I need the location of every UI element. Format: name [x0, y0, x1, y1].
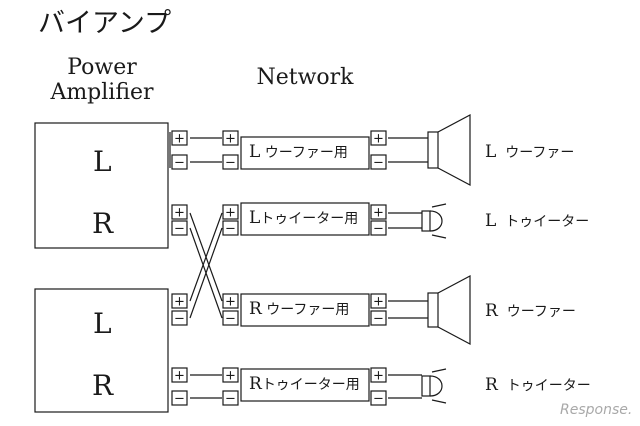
network-label-l-woofer: L ウーファー用 [249, 144, 348, 161]
terminal-minus-2-0: − [373, 156, 384, 171]
terminal-plus-2-1: + [373, 206, 384, 221]
terminal-plus-1-1: + [225, 206, 236, 221]
amp-to-network-wires [169, 132, 223, 399]
woofer-speaker-icon-r [427, 275, 471, 345]
network-label-r-woofer: R ウーファー用 [249, 301, 349, 318]
response-watermark-logo: Response. [560, 402, 633, 418]
terminal-minus-0-1: − [174, 222, 185, 237]
speaker-channel: R [485, 301, 498, 321]
amp1-top-channel-label: L [93, 145, 112, 178]
speaker-channel: L [485, 142, 497, 162]
network-box-r-tweeter [240, 368, 370, 402]
terminal-minus-0-0: − [174, 156, 185, 171]
network-box-l-tweeter [240, 202, 370, 236]
speaker-label-l-tweeter: L トゥイーター [485, 213, 589, 230]
network-type: トゥイーター用 [261, 377, 360, 393]
network-type: トゥイーター用 [260, 211, 359, 227]
amp2-top-channel-label: L [93, 307, 112, 340]
amp2-bottom-channel-label: R [92, 369, 114, 402]
speaker-type: トゥイーター [505, 214, 590, 230]
terminal-minus-2-3: − [373, 392, 384, 407]
speaker-channel: R [485, 375, 498, 395]
terminal-plus-2-2: + [373, 295, 384, 310]
amplifier-box-2 [34, 288, 169, 413]
terminal-plus-2-0: + [373, 132, 384, 147]
speaker-label-r-tweeter: R トゥイーター [485, 377, 591, 394]
network-channel: L [249, 208, 261, 228]
network-channel: R [249, 374, 262, 394]
network-label-r-tweeter: Rトゥイーター用 [249, 376, 360, 393]
speaker-label-l-woofer: L ウーファー [485, 144, 574, 161]
amp1-bottom-channel-label: R [92, 207, 114, 240]
terminal-plus-1-2: + [225, 295, 236, 310]
network-channel: R [249, 299, 262, 319]
terminal-plus-1-3: + [225, 369, 236, 384]
terminal-minus-2-2: − [373, 312, 384, 327]
power-amplifier-header-line2: Amplifier [50, 80, 154, 105]
terminal-minus-1-0: − [225, 156, 236, 171]
speaker-type: トゥイーター [506, 378, 591, 394]
terminal-minus-1-2: − [225, 312, 236, 327]
network-box-l-woofer [240, 136, 370, 170]
network-type: ウーファー用 [266, 302, 350, 318]
speaker-type: ウーファー [505, 145, 575, 161]
terminal-plus-0-1: + [174, 206, 185, 221]
terminal-plus-0-0: + [174, 132, 185, 147]
terminal-squares [171, 130, 387, 406]
network-box-r-woofer [240, 293, 370, 327]
network-channel: L [249, 142, 261, 162]
network-to-speaker-wires [388, 137, 428, 399]
terminal-minus-1-3: − [225, 392, 236, 407]
power-amplifier-header: Power Amplifier [33, 55, 171, 105]
tweeter-speaker-icon-r [421, 368, 447, 404]
woofer-speaker-icon-l [427, 114, 471, 186]
network-label-l-tweeter: Lトゥイーター用 [249, 210, 358, 227]
speaker-label-r-woofer: R ウーファー [485, 303, 576, 320]
terminal-minus-0-3: − [174, 392, 185, 407]
terminal-plus-2-3: + [373, 369, 384, 384]
terminal-minus-2-1: − [373, 222, 384, 237]
amplifier-box-1 [34, 122, 169, 249]
network-header: Network [256, 65, 354, 90]
terminal-plus-1-0: + [225, 132, 236, 147]
power-amplifier-header-line1: Power [67, 55, 137, 80]
speaker-channel: L [485, 211, 497, 231]
terminal-plus-0-2: + [174, 295, 185, 310]
terminal-minus-0-2: − [174, 312, 185, 327]
diagram-title: バイアンプ [38, 8, 172, 39]
network-type: ウーファー用 [264, 145, 348, 161]
tweeter-speaker-icon-l [421, 203, 447, 239]
speaker-type: ウーファー [506, 304, 576, 320]
terminal-minus-1-1: − [225, 222, 236, 237]
terminal-plus-0-3: + [174, 369, 185, 384]
